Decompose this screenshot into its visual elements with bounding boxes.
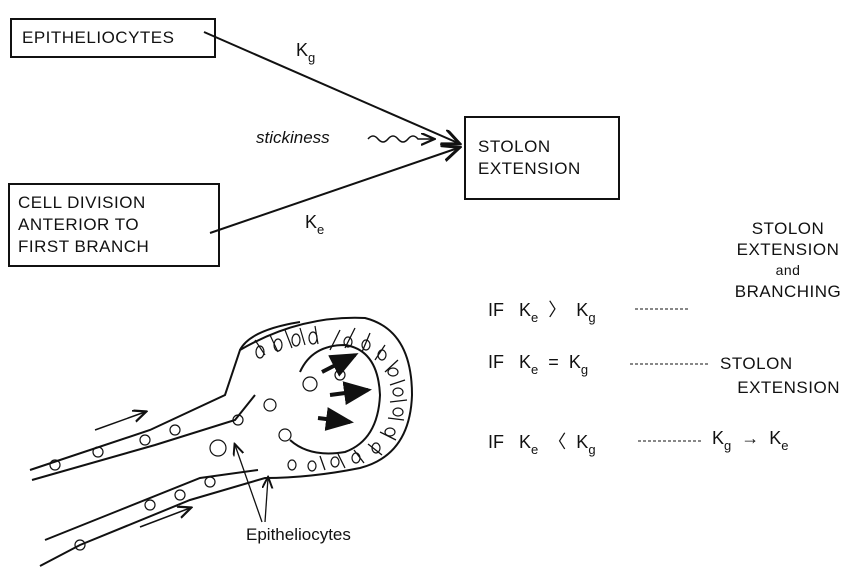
epitheliocytes-illustration-label: Epitheliocytes: [246, 525, 351, 544]
ke-label: Ke: [305, 212, 325, 237]
stickiness-wavy-arrow: [367, 136, 433, 142]
stolon-illustration: [29, 316, 414, 567]
cell-line-1: CELL DIVISION: [18, 193, 146, 212]
stickiness-label: stickiness: [256, 128, 330, 147]
cell-division-box: CELL DIVISION ANTERIOR TO FIRST BRANCH: [8, 183, 220, 267]
rule3-outcome: Kg → Ke: [712, 428, 789, 453]
stolon-line-1: STOLON: [478, 137, 551, 156]
kg-arrow: [203, 31, 458, 143]
epitheliocytes-box: EPITHELIOCYTES: [10, 18, 216, 58]
cell-line-3: FIRST BRANCH: [18, 237, 150, 256]
rule2-expression: IF Ke = Kg: [488, 352, 589, 377]
rule1-outcome: STOLON EXTENSION and BRANCHING: [734, 219, 842, 301]
stolon-line-2: EXTENSION: [478, 159, 581, 178]
cell-line-2: ANTERIOR TO: [18, 215, 140, 234]
rule1-expression: IF Ke 〉 Kg: [488, 300, 596, 325]
ke-arrow: [209, 148, 458, 234]
epitheliocytes-label: EPITHELIOCYTES: [22, 28, 175, 47]
rule2-outcome: STOLON EXTENSION: [720, 354, 840, 397]
rule3-expression: IF Ke 〈 Kg: [488, 432, 596, 457]
stolon-extension-box: STOLON EXTENSION: [464, 116, 620, 200]
kg-label: Kg: [296, 40, 316, 65]
